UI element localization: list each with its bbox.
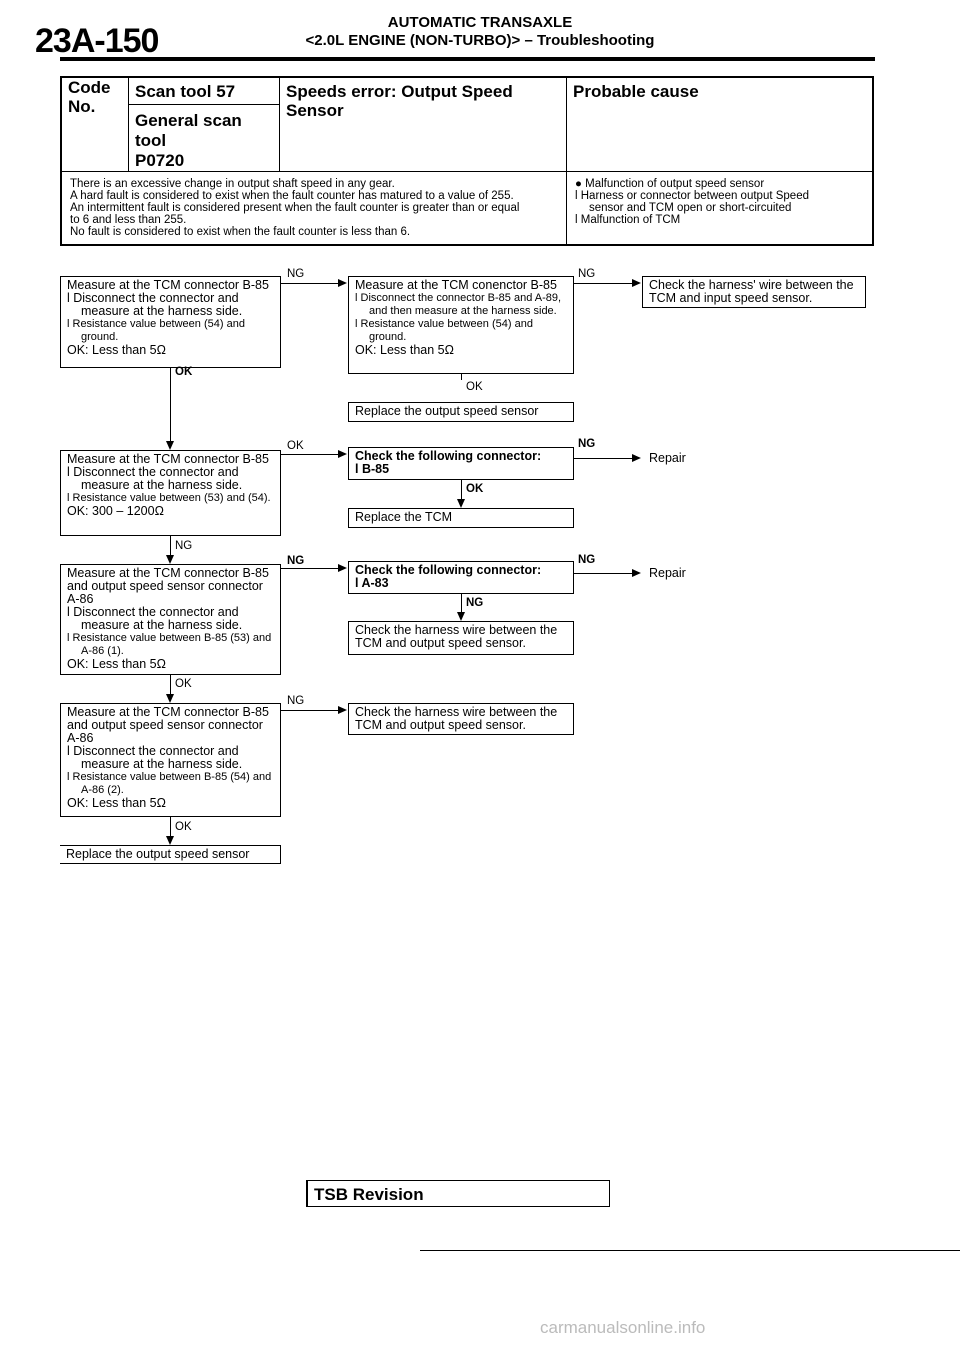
flow-line <box>461 374 462 380</box>
step-box-check-input-harness: Check the harness' wire between the TCM … <box>642 276 866 308</box>
desc-line: A hard fault is considered to exist when… <box>70 190 514 202</box>
cause-line: sensor and TCM open or short-circuited <box>589 202 792 214</box>
step-box-replace-sensor-1: Replace the output speed sensor <box>348 402 574 422</box>
step-box-check-output-harness-1: Check the harness wire between the TCM a… <box>348 621 574 655</box>
repair-label: Repair <box>649 566 686 580</box>
desc-line: to 6 and less than 255. <box>70 214 187 226</box>
ng-label: NG <box>287 555 305 567</box>
arrow-down-icon <box>166 441 174 450</box>
cause-header-cell: Probable cause <box>566 77 873 172</box>
ok-label: OK <box>175 678 192 690</box>
cause-line: l Malfunction of TCM <box>575 214 681 226</box>
flow-line <box>461 480 462 500</box>
arrow-right-icon <box>632 569 641 577</box>
step-box-tcm-54-ground: Measure at the TCM connector B-85 l Disc… <box>60 276 281 368</box>
ok-label: OK <box>466 483 484 495</box>
ok-label: OK <box>287 440 304 452</box>
header-rule <box>60 57 875 61</box>
probable-cause-header: Probable cause <box>573 82 699 101</box>
arrow-right-icon <box>338 706 347 714</box>
code-no-cell: Code No. <box>61 77 129 172</box>
section-title: AUTOMATIC TRANSAXLE <box>387 14 573 31</box>
cause-line: ● Malfunction of output speed sensor <box>575 178 765 190</box>
arrow-right-icon <box>338 564 347 572</box>
description-cell: There is an excessive change in output s… <box>61 171 567 245</box>
ng-label: NG <box>578 438 596 450</box>
ok-label: OK <box>466 381 483 393</box>
flow-line <box>281 568 338 569</box>
ok-label: OK <box>175 821 192 833</box>
ng-label: NG <box>466 597 484 609</box>
desc-line: There is an excessive change in output s… <box>70 178 395 190</box>
flow-line <box>170 536 171 556</box>
arrow-down-icon <box>166 555 174 564</box>
ng-label: NG <box>578 554 596 566</box>
title-cell: Speeds error: Output Speed Sensor <box>279 77 567 172</box>
arrow-down-icon <box>166 694 174 703</box>
arrow-right-icon <box>338 279 347 287</box>
desc-line: No fault is considered to exist when the… <box>70 226 411 238</box>
step-box-harness-54-2: Measure at the TCM connector B-85 and ou… <box>60 703 281 817</box>
step-box-harness-53-1: Measure at the TCM connector B-85 and ou… <box>60 564 281 675</box>
scan-tool-cell: Scan tool 57 General scan tool P0720 <box>128 77 280 172</box>
step-box-tcm-53-54: Measure at the TCM connector B-85 l Disc… <box>60 450 281 536</box>
flow-line <box>281 283 338 284</box>
flow-line <box>281 454 338 455</box>
flow-line <box>574 283 632 284</box>
scan-tool-code: Scan tool 57 <box>129 78 279 105</box>
section-subtitle: <2.0L ENGINE (NON-TURBO)> – Troubleshoot… <box>305 32 655 49</box>
ng-label: NG <box>578 268 596 280</box>
code-title: Speeds error: Output Speed Sensor <box>286 82 513 120</box>
flow-line <box>170 368 171 442</box>
general-scan-tool: General scan tool <box>135 111 242 150</box>
flow-line <box>170 817 171 837</box>
flow-line <box>574 573 632 574</box>
step-box-harness-54-ground: Measure at the TCM conenctor B-85 l Disc… <box>348 276 574 374</box>
ng-label: NG <box>287 268 305 280</box>
repair-label: Repair <box>649 451 686 465</box>
arrow-right-icon <box>632 279 641 287</box>
page-code: 23A-150 <box>35 22 159 60</box>
cause-line: l Harness or connector between output Sp… <box>575 190 809 202</box>
step-box-check-b85: Check the following connector: l B-85 <box>348 447 574 480</box>
step-box-replace-tcm: Replace the TCM <box>348 508 574 528</box>
arrow-down-icon <box>457 612 465 621</box>
code-table: Code No. Scan tool 57 General scan tool … <box>60 76 874 246</box>
arrow-down-icon <box>166 836 174 845</box>
flow-line <box>574 458 632 459</box>
footer-rule <box>420 1250 960 1251</box>
ng-label: NG <box>287 695 305 707</box>
arrow-right-icon <box>338 450 347 458</box>
ng-label: NG <box>175 540 193 552</box>
tsb-revision: TSB Revision <box>306 1180 610 1207</box>
cause-cell: ● Malfunction of output speed sensor l H… <box>567 172 874 246</box>
desc-line: An intermittent fault is considered pres… <box>70 202 520 214</box>
ok-label: OK <box>175 366 193 378</box>
general-code: P0720 <box>135 151 185 170</box>
flow-line <box>170 675 171 695</box>
step-box-check-a83: Check the following connector: l A-83 <box>348 561 574 594</box>
step-box-replace-sensor-2: Replace the output speed sensor <box>60 845 281 864</box>
arrow-right-icon <box>632 454 641 462</box>
step-box-check-output-harness-2: Check the harness wire between the TCM a… <box>348 703 574 735</box>
flow-line <box>281 710 338 711</box>
flow-line <box>461 594 462 613</box>
watermark: carmanualsonline.info <box>540 1318 706 1337</box>
arrow-down-icon <box>457 499 465 508</box>
